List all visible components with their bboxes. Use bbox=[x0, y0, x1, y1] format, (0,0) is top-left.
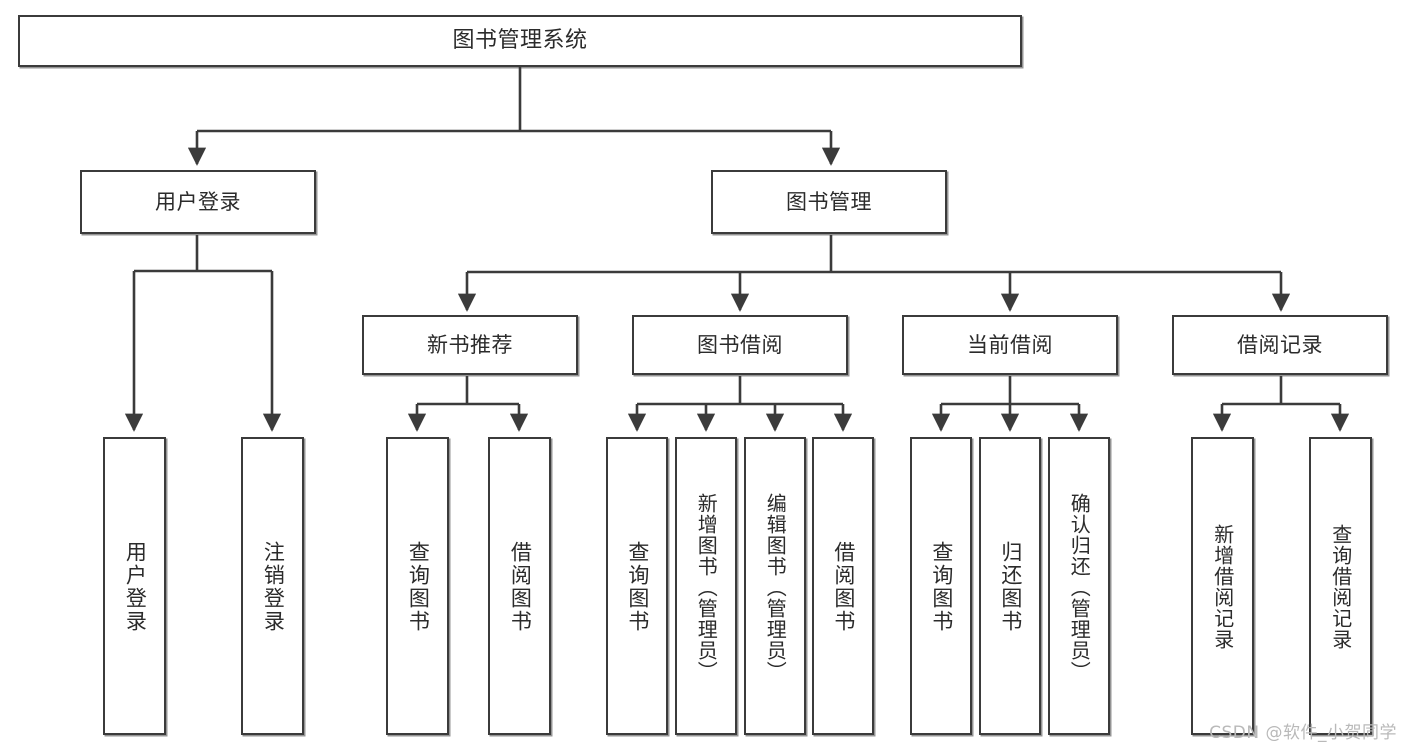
node-leaf-book-borrow-add[interactable]: 新增图书（管理员） bbox=[675, 437, 737, 735]
node-leaf-record-query[interactable]: 查询借阅记录 bbox=[1309, 437, 1372, 735]
node-label: 查询图书 bbox=[929, 541, 954, 633]
node-leaf-record-add[interactable]: 新增借阅记录 bbox=[1191, 437, 1254, 735]
node-label: 借阅图书 bbox=[831, 541, 856, 633]
node-root-book-management-system[interactable]: 图书管理系统 bbox=[18, 15, 1022, 67]
node-current-borrowing[interactable]: 当前借阅 bbox=[902, 315, 1118, 375]
node-label: 编辑图书（管理员） bbox=[763, 492, 788, 682]
node-label: 用户登录 bbox=[123, 541, 148, 633]
node-leaf-user-login-login[interactable]: 用户登录 bbox=[103, 437, 166, 735]
node-label: 用户登录 bbox=[155, 189, 241, 214]
node-user-login[interactable]: 用户登录 bbox=[80, 170, 316, 234]
node-leaf-new-book-query[interactable]: 查询图书 bbox=[386, 437, 449, 735]
node-label: 归还图书 bbox=[998, 541, 1023, 633]
node-label: 图书管理系统 bbox=[452, 28, 588, 54]
node-leaf-current-borrow-query[interactable]: 查询图书 bbox=[910, 437, 972, 735]
node-new-book-recommendation[interactable]: 新书推荐 bbox=[362, 315, 578, 375]
node-label: 查询图书 bbox=[625, 541, 650, 633]
node-label: 确认归还（管理员） bbox=[1067, 492, 1092, 682]
node-label: 图书管理 bbox=[786, 189, 872, 214]
node-leaf-current-borrow-return[interactable]: 归还图书 bbox=[979, 437, 1041, 735]
node-leaf-current-borrow-confirm-return[interactable]: 确认归还（管理员） bbox=[1048, 437, 1110, 735]
node-label: 图书借阅 bbox=[697, 332, 783, 357]
node-label: 查询图书 bbox=[406, 541, 431, 633]
node-leaf-user-login-logout[interactable]: 注销登录 bbox=[241, 437, 304, 735]
node-leaf-book-borrow-edit[interactable]: 编辑图书（管理员） bbox=[744, 437, 806, 735]
node-label: 注销登录 bbox=[261, 541, 286, 633]
node-label: 查询借阅记录 bbox=[1328, 524, 1353, 650]
node-leaf-book-borrow-borrow[interactable]: 借阅图书 bbox=[812, 437, 874, 735]
node-label: 当前借阅 bbox=[967, 332, 1053, 357]
node-label: 新书推荐 bbox=[427, 332, 513, 357]
node-book-management[interactable]: 图书管理 bbox=[711, 170, 947, 234]
node-leaf-new-book-borrow[interactable]: 借阅图书 bbox=[488, 437, 551, 735]
node-book-borrowing[interactable]: 图书借阅 bbox=[632, 315, 848, 375]
node-label: 借阅图书 bbox=[508, 541, 533, 633]
node-label: 新增借阅记录 bbox=[1210, 524, 1235, 650]
node-leaf-book-borrow-query[interactable]: 查询图书 bbox=[606, 437, 668, 735]
node-label: 新增图书（管理员） bbox=[694, 492, 719, 682]
node-label: 借阅记录 bbox=[1237, 332, 1323, 357]
node-borrowing-records[interactable]: 借阅记录 bbox=[1172, 315, 1388, 375]
